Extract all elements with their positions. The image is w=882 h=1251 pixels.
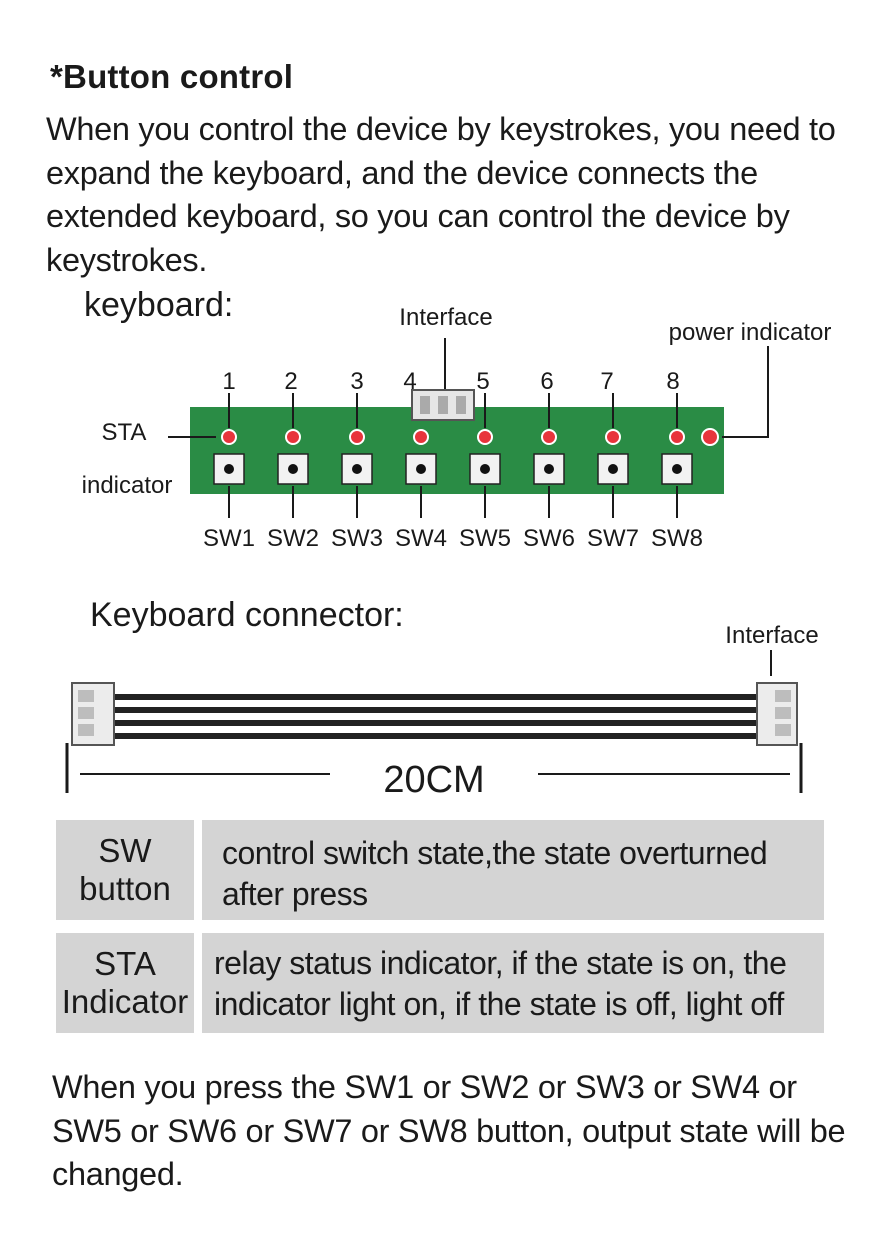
table-row-sw-value: control switch state,the state overturne…	[202, 820, 824, 920]
connector-interface-label: Interface	[725, 622, 818, 649]
channel-number-2: 2	[284, 368, 297, 395]
sta-led-6	[541, 429, 557, 445]
switch-label-7: SW7	[587, 525, 639, 552]
sta-label: STA	[102, 419, 147, 446]
table-value-line: control switch state,the state overturne…	[222, 835, 768, 871]
table-key-line: button	[79, 870, 171, 907]
connector-heading: Keyboard connector:	[90, 596, 404, 634]
board-interface-connector	[411, 338, 475, 421]
sta-led-2	[285, 429, 301, 445]
power-indicator-led	[701, 428, 719, 446]
switch-label-2: SW2	[267, 525, 319, 552]
keyboard-diagram: Interface power indicator STA indicator …	[65, 304, 832, 801]
channel-number-4: 4	[403, 368, 416, 395]
switch-label-5: SW5	[459, 525, 511, 552]
length-label: 20CM	[383, 759, 484, 801]
table-value-line: after press	[222, 876, 368, 912]
sta-led-1	[221, 429, 237, 445]
indicator-label: indicator	[82, 472, 173, 499]
table-key-line: STA	[94, 945, 156, 982]
switch-label-4: SW4	[395, 525, 447, 552]
sta-led-7	[605, 429, 621, 445]
switch-label-6: SW6	[523, 525, 575, 552]
switch-dot-7	[608, 464, 618, 474]
left-plug	[71, 682, 115, 746]
cable-wires	[112, 694, 760, 739]
switch-dot-4	[416, 464, 426, 474]
table-value-line: indicator light on, if the state is off,…	[214, 986, 784, 1022]
switch-label-1: SW1	[203, 525, 255, 552]
footer-paragraph: When you press the SW1 or SW2 or SW3 or …	[52, 1069, 846, 1192]
power-indicator-leader	[722, 346, 769, 438]
switch-dot-3	[352, 464, 362, 474]
length-dimension	[65, 743, 803, 793]
section-title: *Button control	[50, 58, 294, 95]
channel-number-5: 5	[476, 368, 489, 395]
table-row-sw-key: SW button	[56, 820, 194, 920]
switch-dot-1	[224, 464, 234, 474]
channel-number-7: 7	[600, 368, 613, 395]
channel-number-6: 6	[540, 368, 553, 395]
table-row-sta-value: relay status indicator, if the state is …	[202, 933, 824, 1033]
channel-number-1: 1	[222, 368, 235, 395]
switch-dot-2	[288, 464, 298, 474]
sta-led-3	[349, 429, 365, 445]
channel-number-3: 3	[350, 368, 363, 395]
table-key-line: SW	[98, 832, 152, 869]
intro-paragraph: When you control the device by keystroke…	[46, 111, 836, 278]
switch-dot-6	[544, 464, 554, 474]
switch-label-8: SW8	[651, 525, 703, 552]
table-row-sta-key: STA Indicator	[56, 933, 194, 1033]
table-value-line: relay status indicator, if the state is …	[214, 945, 787, 981]
switch-dot-5	[480, 464, 490, 474]
power-indicator-label: power indicator	[669, 319, 832, 346]
switch-label-3: SW3	[331, 525, 383, 552]
sta-led-8	[669, 429, 685, 445]
interface-label: Interface	[399, 304, 492, 331]
switch-dot-8	[672, 464, 682, 474]
keyboard-heading: keyboard:	[84, 286, 234, 324]
table-key-line: Indicator	[61, 983, 189, 1020]
sta-led-5	[477, 429, 493, 445]
sta-led-4	[413, 429, 429, 445]
switch-button-2	[277, 453, 309, 485]
channel-number-8: 8	[666, 368, 679, 395]
right-plug	[756, 682, 798, 746]
